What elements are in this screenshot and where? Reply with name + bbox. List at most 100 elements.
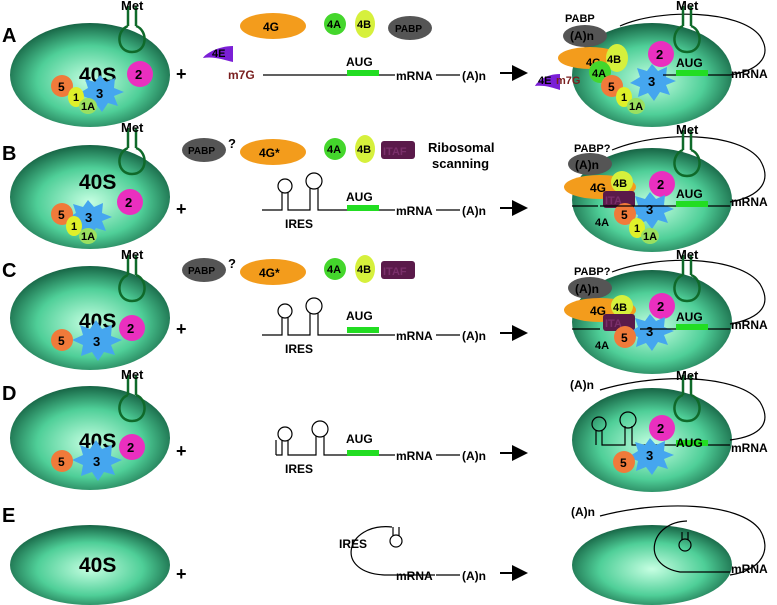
eif4a-label: 4A	[592, 68, 606, 80]
itaf	[381, 261, 415, 279]
mrna-label: mRNA	[396, 449, 433, 463]
eif2-label: 2	[657, 299, 664, 314]
panel-d: D Met 40S 2 3 5 + IRES AUG mRNA (A)n (A)…	[2, 367, 768, 492]
ribosome-40s	[10, 266, 170, 370]
mrna-label: mRNA	[396, 204, 433, 218]
eif5-label: 5	[608, 80, 615, 94]
aug-label: AUG	[346, 190, 373, 204]
panel-letter: A	[2, 25, 16, 47]
label-40s: 40S	[79, 171, 116, 194]
mrna-label: mRNA	[731, 195, 768, 209]
eif1-label: 1	[73, 92, 79, 104]
eif3	[628, 314, 674, 351]
eif5-label: 5	[58, 455, 65, 469]
eif4e	[535, 74, 560, 90]
eif1a-label: 1A	[81, 101, 95, 113]
met-label: Met	[676, 368, 699, 383]
aug-label: AUG	[676, 56, 703, 70]
aug-codon	[676, 201, 708, 207]
mrna-label: mRNA	[396, 329, 433, 343]
mrna-label: mRNA	[731, 67, 768, 81]
plus-sign: +	[176, 564, 187, 584]
eif3	[628, 438, 674, 475]
mrna-label: mRNA	[731, 318, 768, 332]
eif2-label: 2	[125, 195, 132, 210]
eif4a-label: 4A	[327, 144, 341, 156]
eif5	[51, 75, 73, 97]
mrna-label: mRNA	[396, 69, 433, 83]
plus-sign: +	[176, 441, 187, 461]
eif3-label: 3	[646, 202, 653, 217]
pabp	[563, 25, 607, 47]
met-trna	[673, 130, 701, 178]
eif1	[629, 218, 645, 238]
aug-label: AUG	[676, 436, 703, 450]
eif2-label: 2	[127, 321, 134, 336]
eif1a	[641, 228, 659, 244]
eif1	[68, 87, 84, 107]
aug-codon	[347, 327, 379, 333]
eif1	[616, 87, 632, 107]
panel-e: E 40S + IRES mRNA (A)n (A)n mRNA	[2, 505, 768, 605]
pabp	[182, 258, 226, 282]
eif4a-label: 4A	[327, 264, 341, 276]
ires-loop	[277, 303, 293, 319]
itaf	[381, 141, 415, 159]
panel-c: C Met 40S 2 3 5 + PABP ? 4G* 4A 4B ITAF …	[2, 247, 768, 374]
met-label: Met	[121, 0, 144, 13]
eif2-label: 2	[657, 421, 664, 436]
polya-label: (A)n	[462, 449, 486, 463]
eif2	[127, 61, 153, 87]
eif1-label: 1	[71, 221, 77, 233]
polya-label: (A)n	[575, 158, 599, 172]
eif2-label: 2	[135, 67, 142, 82]
mrna-loop	[611, 259, 766, 325]
eif2	[649, 415, 675, 441]
itaf-label: ITA	[605, 318, 622, 330]
met-label: Met	[121, 120, 144, 135]
aug-codon	[347, 70, 379, 76]
polya-label: (A)n	[570, 29, 594, 43]
met-label: Met	[121, 367, 144, 382]
panel-b: B Met 40S 2 3 5 1 1A + PABP ? 4G* 4A 4B …	[2, 120, 768, 252]
mrna-loop	[599, 505, 766, 576]
eif3	[630, 64, 676, 101]
ires-loop	[277, 426, 293, 442]
eif2	[117, 189, 143, 215]
ires-loop	[277, 178, 293, 194]
eif4g-label: 4G	[590, 181, 606, 195]
eif3-label: 3	[646, 448, 653, 463]
met-label: Met	[121, 247, 144, 262]
itaf-label: ITAF	[383, 266, 407, 278]
plus-sign: +	[176, 199, 187, 219]
eif4a	[324, 138, 346, 160]
eif4g	[240, 13, 306, 39]
eif4g-label: 4G*	[259, 266, 280, 280]
eif4g	[240, 139, 306, 165]
met-label: Met	[676, 0, 699, 13]
polya-label: (A)n	[462, 69, 486, 83]
ires-label: IRES	[339, 537, 367, 551]
eif2-label: 2	[657, 177, 664, 192]
ires-loop	[305, 297, 323, 315]
eif2	[648, 41, 674, 67]
polya-label: (A)n	[570, 378, 594, 392]
aug-label: AUG	[346, 309, 373, 323]
eif3-label: 3	[93, 454, 100, 469]
aug-codon	[347, 205, 379, 211]
aug-codon	[676, 440, 708, 446]
panel-letter: C	[2, 260, 16, 282]
eif3-label: 3	[93, 334, 100, 349]
pabp	[182, 138, 226, 162]
eif4b	[355, 10, 375, 38]
eif4e-label: 4E	[212, 48, 225, 60]
ribosome-40s	[10, 23, 170, 127]
cap-label: m7G	[228, 68, 255, 82]
eif5	[51, 450, 73, 472]
ribosome-complex	[572, 388, 732, 492]
eif4g-label: 4G*	[259, 146, 280, 160]
eif4b	[611, 171, 633, 193]
eif4b-label: 4B	[613, 178, 627, 190]
plus-sign: +	[176, 64, 187, 84]
